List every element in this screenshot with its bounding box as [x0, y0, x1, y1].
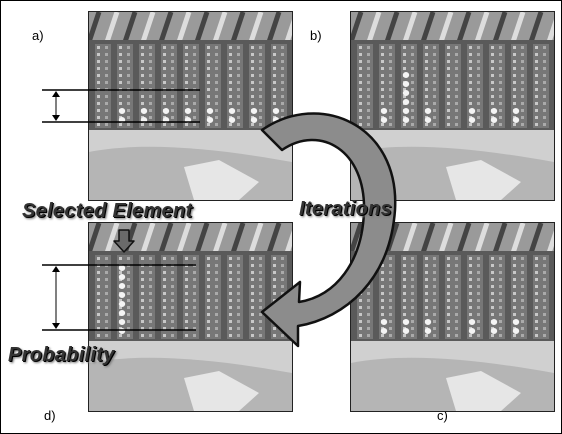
- panel-label-c: c): [437, 408, 448, 423]
- panel-label-a: a): [32, 28, 44, 43]
- down-arrow-icon: [113, 229, 135, 253]
- panel-d-image: [88, 222, 293, 412]
- measurement-bracket-a: [42, 89, 200, 123]
- selected-element-label: Selected Element: [22, 200, 193, 222]
- measurement-bracket-d: [42, 264, 196, 331]
- probability-label: Probability: [8, 344, 115, 366]
- panel-c-image: [350, 222, 555, 412]
- iterations-label: Iterations: [299, 198, 393, 220]
- panel-label-b: b): [310, 28, 322, 43]
- panel-label-d: d): [44, 408, 56, 423]
- curved-cycle-arrow-icon: [260, 112, 397, 348]
